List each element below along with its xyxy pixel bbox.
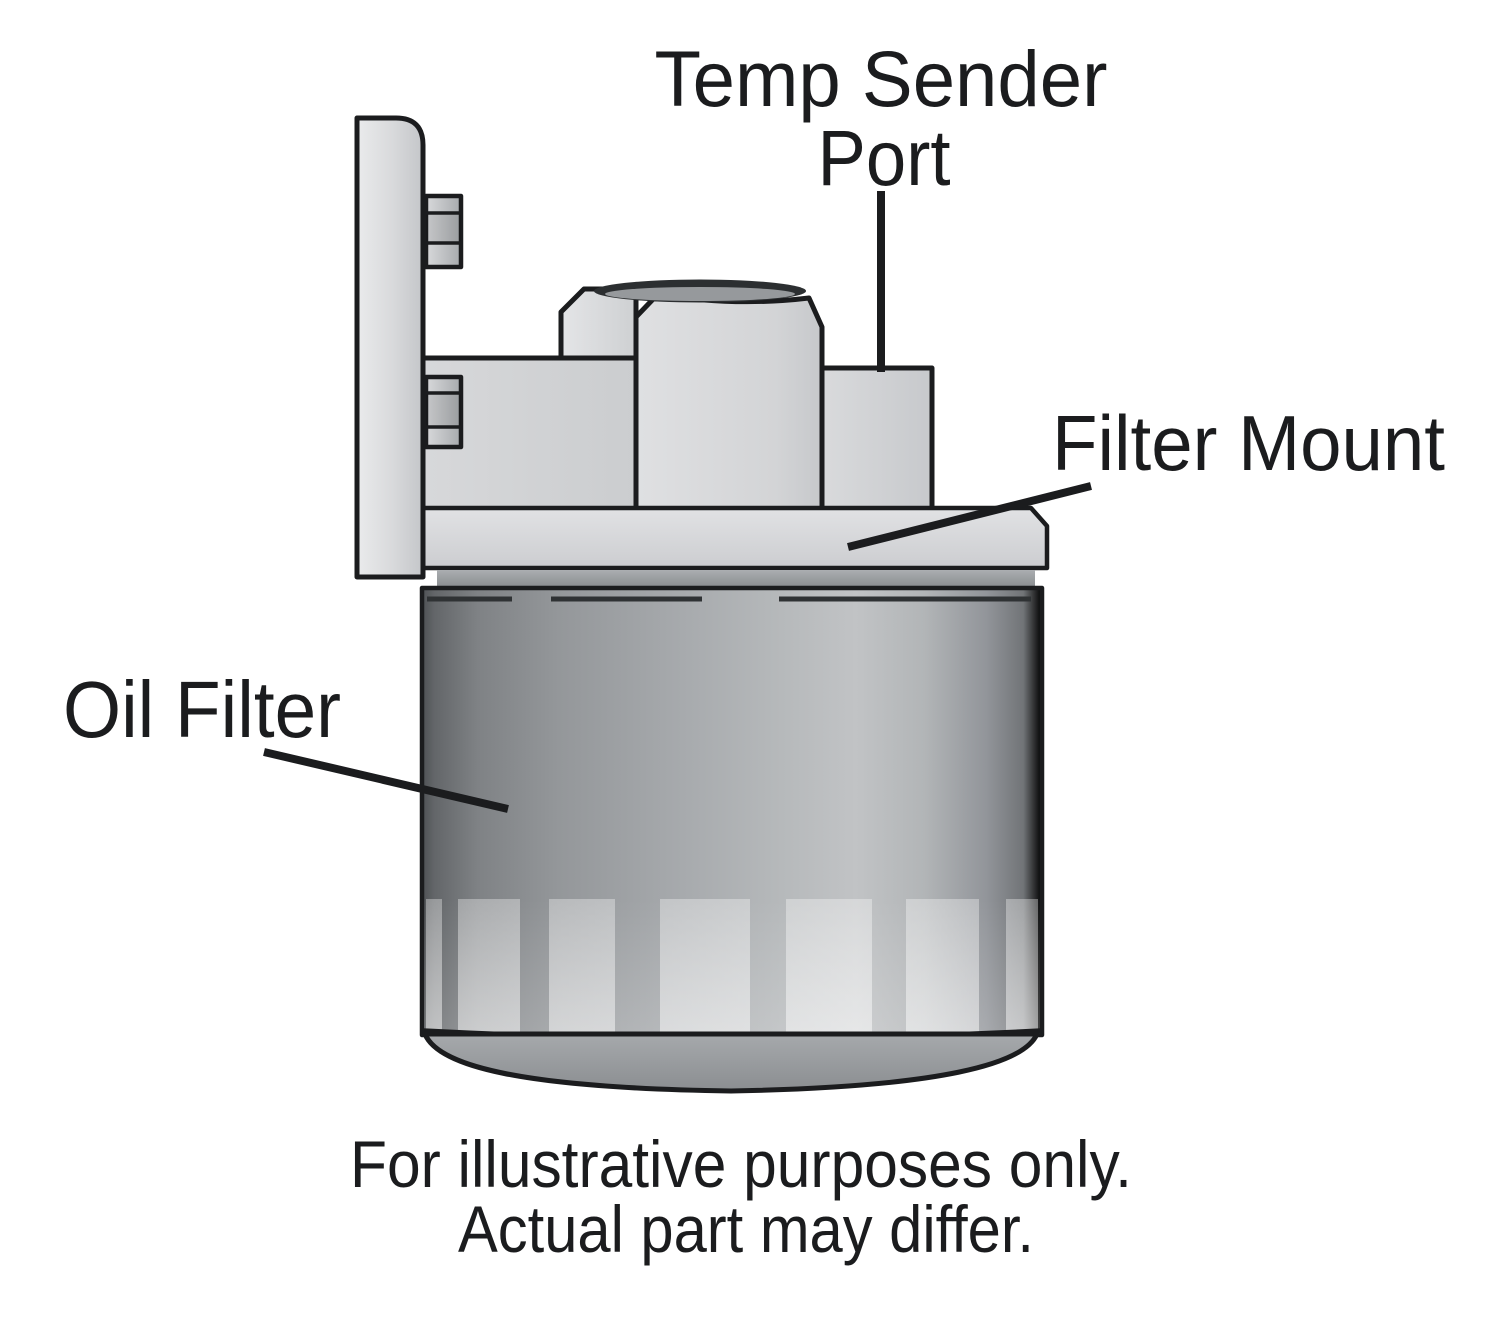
- label-temp-sender-line1: Temp Sender: [655, 34, 1108, 123]
- oil-filter-leader-line: [263, 748, 509, 813]
- gasket: [437, 570, 1035, 586]
- labels: Temp Sender Port Filter Mount Oil Filter…: [63, 34, 1445, 1266]
- oil-filter-canister: [419, 585, 1045, 1094]
- footnote-line2: Actual part may differ.: [458, 1192, 1034, 1266]
- filter-mount-assembly: [420, 279, 1050, 586]
- label-temp-sender-line2: Port: [818, 113, 951, 202]
- hex-boss-left-face: [558, 286, 639, 361]
- hex-boss-front-face: [633, 291, 825, 514]
- footnote-line1: For illustrative purposes only.: [350, 1127, 1132, 1201]
- mounting-bolt-upper: [423, 193, 464, 270]
- filter-flutes: [424, 899, 1040, 1034]
- temp-sender-port-boss: [819, 365, 935, 514]
- mounting-bolt-lower: [423, 374, 464, 450]
- bracket-plate: [354, 115, 426, 580]
- filter-mount-leader-line: [847, 482, 1092, 551]
- label-oil-filter: Oil Filter: [63, 665, 341, 754]
- leader-lines: [263, 191, 1092, 813]
- filter-dome-base: [422, 1031, 1040, 1094]
- label-filter-mount: Filter Mount: [1052, 399, 1445, 487]
- mounting-bracket: [354, 115, 464, 580]
- port-opening-bore: [605, 287, 795, 301]
